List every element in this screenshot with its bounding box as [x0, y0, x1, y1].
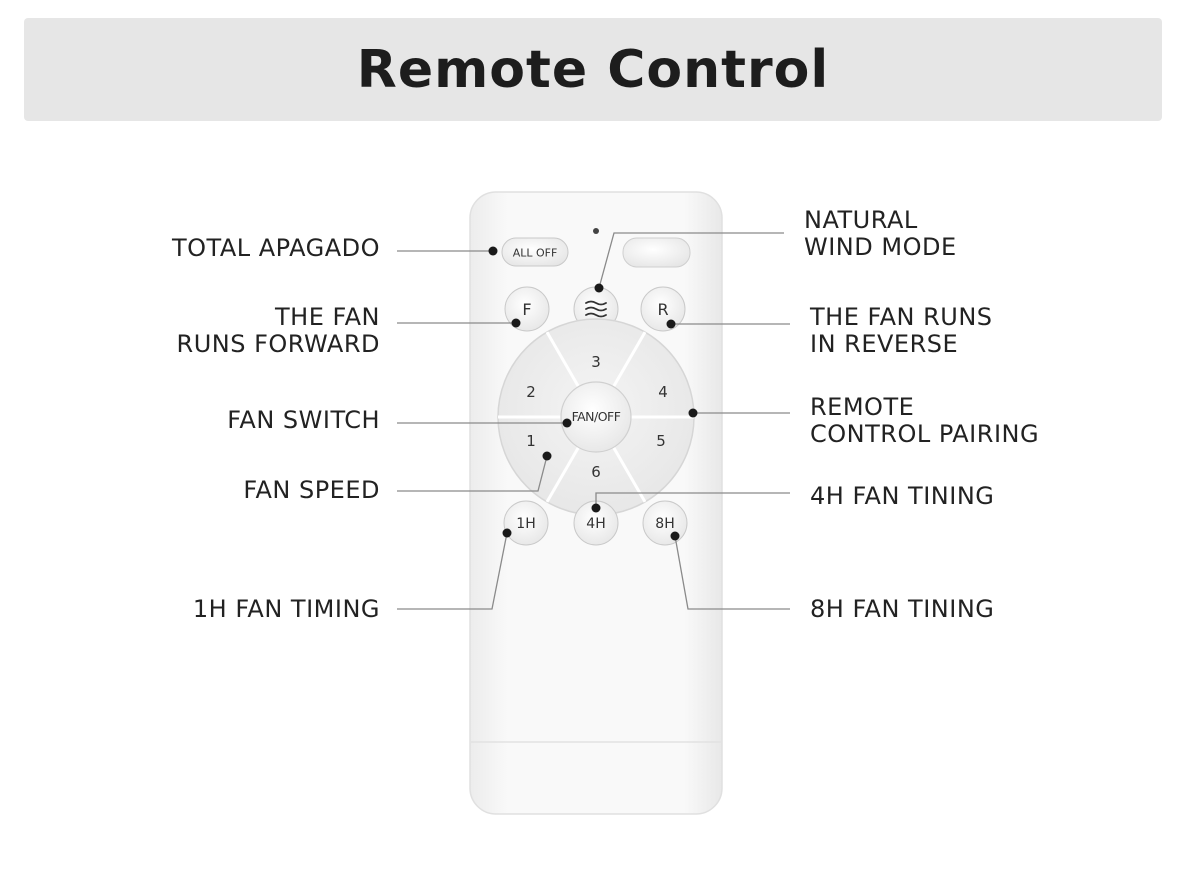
forward-label: F — [522, 300, 531, 319]
timer-4h-button[interactable]: 4H — [573, 500, 619, 546]
leader-4h — [595, 492, 790, 508]
label-1h-timing: 1H FAN TIMING — [192, 595, 380, 623]
speed-3-button[interactable]: 3 — [591, 353, 601, 371]
label-pairing: REMOTE CONTROL PAIRING — [810, 393, 1040, 448]
leader-natural-wind — [598, 232, 784, 289]
reverse-label: R — [657, 300, 668, 319]
leader-fan-speed — [397, 455, 548, 492]
speed-1-button[interactable]: 1 — [526, 432, 536, 450]
blank-button[interactable] — [622, 237, 691, 268]
label-natural-wind: NATURAL WIND MODE — [804, 206, 957, 261]
speed-6-button[interactable]: 6 — [591, 463, 601, 481]
reverse-button[interactable]: R — [640, 286, 686, 332]
speed-pad: FAN/OFF 3 2 4 1 5 6 — [497, 318, 695, 516]
leader-8h — [674, 535, 790, 610]
label-fan-reverse: THE FAN RUNS IN REVERSE — [810, 303, 993, 358]
fan-off-button[interactable] — [560, 381, 632, 453]
label-fan-speed: FAN SPEED — [243, 476, 380, 504]
fan-off-label: FAN/OFF — [572, 409, 621, 424]
label-4h-timing: 4H FAN TINING — [810, 482, 995, 510]
title-banner: Remote Control — [24, 18, 1162, 121]
timer-4h-label: 4H — [586, 516, 605, 532]
label-total-apagado: TOTAL APAGADO — [171, 234, 380, 262]
page-title: Remote Control — [356, 39, 830, 100]
label-fan-forward: THE FAN RUNS FORWARD — [176, 303, 380, 358]
forward-button[interactable]: F — [504, 286, 550, 332]
leader-1h — [397, 532, 508, 610]
all-off-button[interactable]: ALL OFF — [501, 237, 569, 267]
speed-5-button[interactable]: 5 — [656, 432, 666, 450]
speed-2-button[interactable]: 2 — [526, 383, 536, 401]
label-fan-switch: FAN SWITCH — [227, 406, 380, 434]
indicator-led — [593, 228, 599, 234]
timer-8h-label: 8H — [655, 516, 674, 532]
timer-8h-button[interactable]: 8H — [642, 500, 688, 546]
label-8h-timing: 8H FAN TINING — [810, 595, 995, 623]
timer-1h-button[interactable]: 1H — [503, 500, 549, 546]
leader-dots — [488, 246, 698, 541]
natural-wind-icon — [585, 300, 607, 318]
all-off-label: ALL OFF — [513, 247, 558, 260]
speed-4-button[interactable]: 4 — [658, 383, 668, 401]
timer-1h-label: 1H — [516, 516, 535, 532]
leader-lines — [397, 232, 790, 610]
